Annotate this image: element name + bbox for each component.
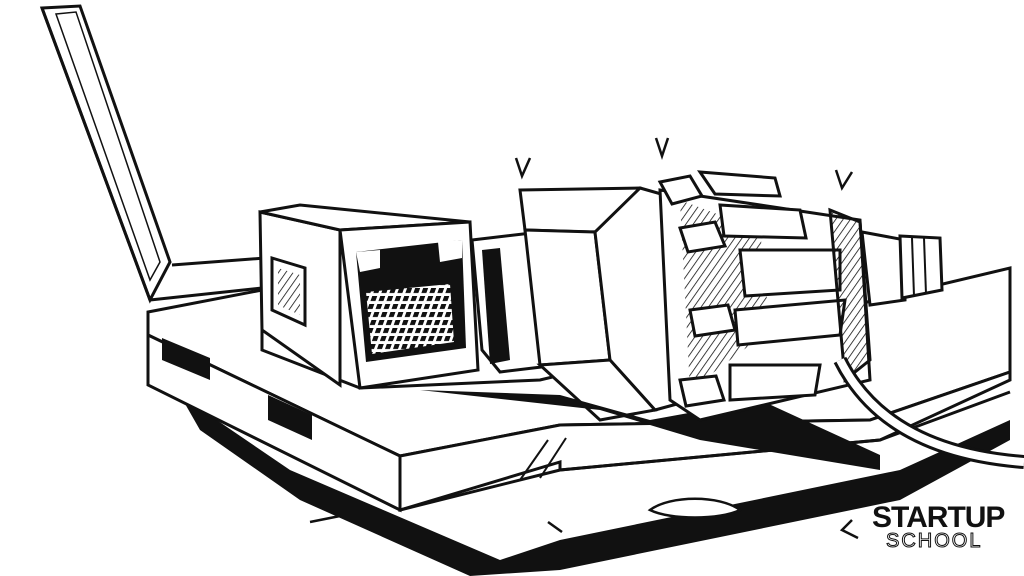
logo-line-2: SCHOOL — [885, 530, 983, 552]
startup-school-logo: STARTUP SCHOOL — [872, 503, 1012, 561]
plug-shadow — [420, 390, 880, 470]
logo-line-1: STARTUP — [872, 501, 1005, 534]
drop-blob — [647, 497, 743, 519]
connector-nozzle — [860, 230, 944, 307]
laptop-vents — [162, 338, 312, 440]
connector-body — [657, 170, 872, 422]
laptop-screen — [39, 4, 267, 304]
ethernet-adapter — [258, 203, 480, 390]
motion-marks — [309, 137, 859, 540]
base-shadow — [180, 395, 1010, 576]
